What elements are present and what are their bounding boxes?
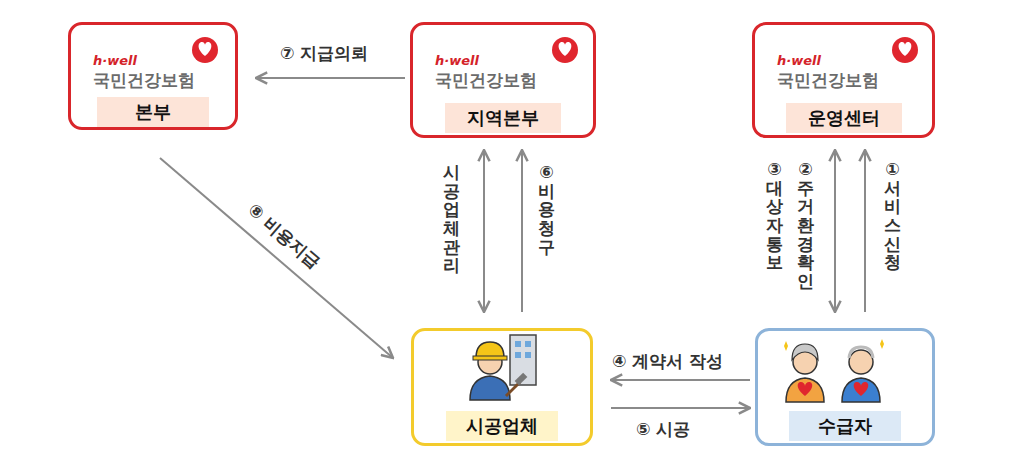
node-box: h·well국민건강보험운영센터 — [752, 22, 935, 138]
grandpa-body — [842, 378, 880, 402]
grandpa-hair — [849, 347, 873, 358]
step-label: ③ 대상자통보 — [766, 160, 783, 272]
step-label: ⑦ 지급의뢰 — [280, 42, 368, 65]
step-label: ⑥ 비용청구 — [538, 163, 555, 256]
step-label: ⑧ 비용지급 — [243, 198, 325, 273]
logo-circle — [552, 37, 578, 63]
flow-arrow — [483, 150, 485, 312]
node-title: 본부 — [97, 97, 209, 127]
helmet-brim — [473, 356, 507, 360]
building-window — [525, 352, 531, 358]
logo-heart-shape — [559, 42, 572, 56]
logo-heart — [192, 37, 218, 63]
logo-name: 국민건강보험 — [435, 69, 537, 92]
heart — [798, 382, 813, 396]
flow-arrow — [834, 150, 836, 312]
flow-arrow — [611, 379, 750, 381]
logo-circle — [892, 37, 918, 63]
hammer-head — [515, 373, 528, 386]
flow-arrow — [611, 407, 750, 409]
node-box: 시공업체 — [411, 328, 593, 446]
step-label: ② 주거환경확인 — [797, 160, 814, 291]
logo-heart — [552, 37, 578, 63]
flow-arrow — [864, 150, 866, 312]
node-box: h·well국민건강보험본부 — [68, 22, 238, 130]
building — [510, 335, 536, 385]
step-label: ① 서비스신청 — [884, 160, 901, 272]
building-window — [525, 341, 531, 347]
node-title: 운영센터 — [786, 103, 902, 133]
logo-mark: h·well — [777, 53, 821, 68]
building-window — [515, 341, 521, 347]
flow-arrow — [256, 77, 405, 79]
sparkle — [784, 341, 788, 351]
grandpa-face — [849, 350, 873, 374]
heart — [854, 382, 869, 396]
grandma-hair — [792, 344, 818, 360]
step-label: ⑤ 시공 — [636, 418, 690, 441]
node-title: 시공업체 — [446, 411, 558, 441]
logo-mark: h·well — [93, 53, 137, 68]
worker-body — [470, 376, 510, 400]
step-label: ④ 계약서 작성 — [612, 350, 723, 373]
step-label: 시공업체관리 — [443, 163, 460, 275]
sparkle — [880, 339, 884, 349]
node-title: 수급자 — [789, 411, 901, 441]
building-window — [515, 352, 521, 358]
worker-icon — [470, 335, 536, 400]
logo-name: 국민건강보험 — [777, 69, 879, 92]
logo-circle — [192, 37, 218, 63]
logo-mark: h·well — [435, 53, 479, 68]
node-box: 수급자 — [755, 328, 935, 446]
logo-heart-shape — [899, 42, 912, 56]
grandma-body — [786, 378, 824, 402]
recipients-icon — [784, 339, 884, 402]
logo-heart-shape — [199, 42, 212, 56]
logo-name: 국민건강보험 — [93, 69, 195, 92]
flow-arrow — [160, 158, 393, 358]
node-title: 지역본부 — [445, 103, 561, 133]
node-box: h·well국민건강보험지역본부 — [410, 22, 596, 138]
logo-heart — [892, 37, 918, 63]
flow-arrow — [521, 150, 523, 312]
